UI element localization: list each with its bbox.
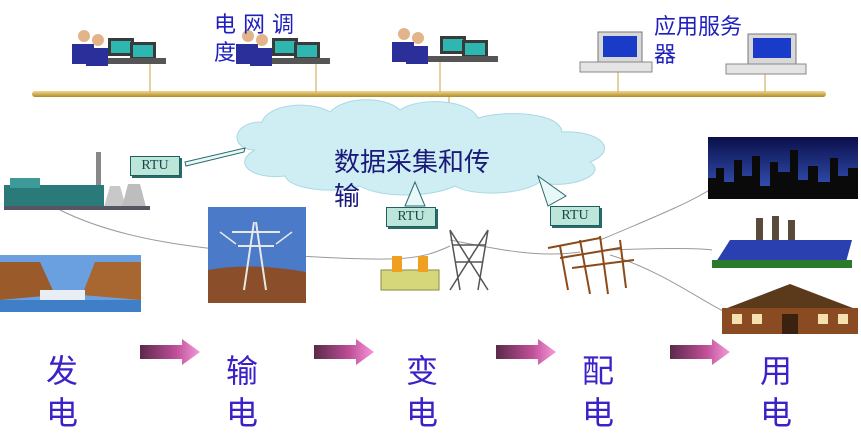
stage-distribution: 配电: [581, 352, 614, 432]
flow-arrow: [314, 339, 374, 365]
network-bus: [32, 91, 826, 97]
rtu-box: RTU: [550, 206, 600, 226]
server-computer-icon: [579, 31, 653, 73]
flow-arrow: [140, 339, 200, 365]
operator-workstation-icon: [392, 28, 498, 64]
hydro-dam-icon: [0, 255, 141, 312]
flow-arrow: [670, 339, 730, 365]
stage-consumption: 用电: [759, 352, 792, 432]
factory-icon: [712, 216, 852, 268]
cloud-label: 数据采集和传 输: [334, 148, 491, 212]
server-computer-icon: [725, 33, 807, 75]
substation-icon: [380, 229, 489, 291]
operator-workstation-icon: [72, 30, 166, 66]
stage-transmission: 输电: [225, 352, 258, 432]
server-label: 应用服务 器: [654, 15, 743, 68]
power-plant-icon: [4, 152, 150, 210]
rtu-box: RTU: [130, 156, 180, 176]
flow-arrow: [496, 339, 556, 365]
city-skyline-icon: [708, 137, 858, 199]
data-cloud: [236, 99, 605, 196]
stage-generation: 发电: [45, 352, 78, 432]
dispatch-label: 电 网 调 度: [214, 13, 295, 66]
transmission-tower-icon: [208, 207, 306, 303]
operator-workstation-icon: [236, 30, 330, 66]
house-icon: [722, 284, 858, 334]
stage-transformation: 变电: [405, 352, 438, 432]
distribution-pole-icon: [547, 235, 635, 295]
rtu-box: RTU: [386, 207, 436, 227]
